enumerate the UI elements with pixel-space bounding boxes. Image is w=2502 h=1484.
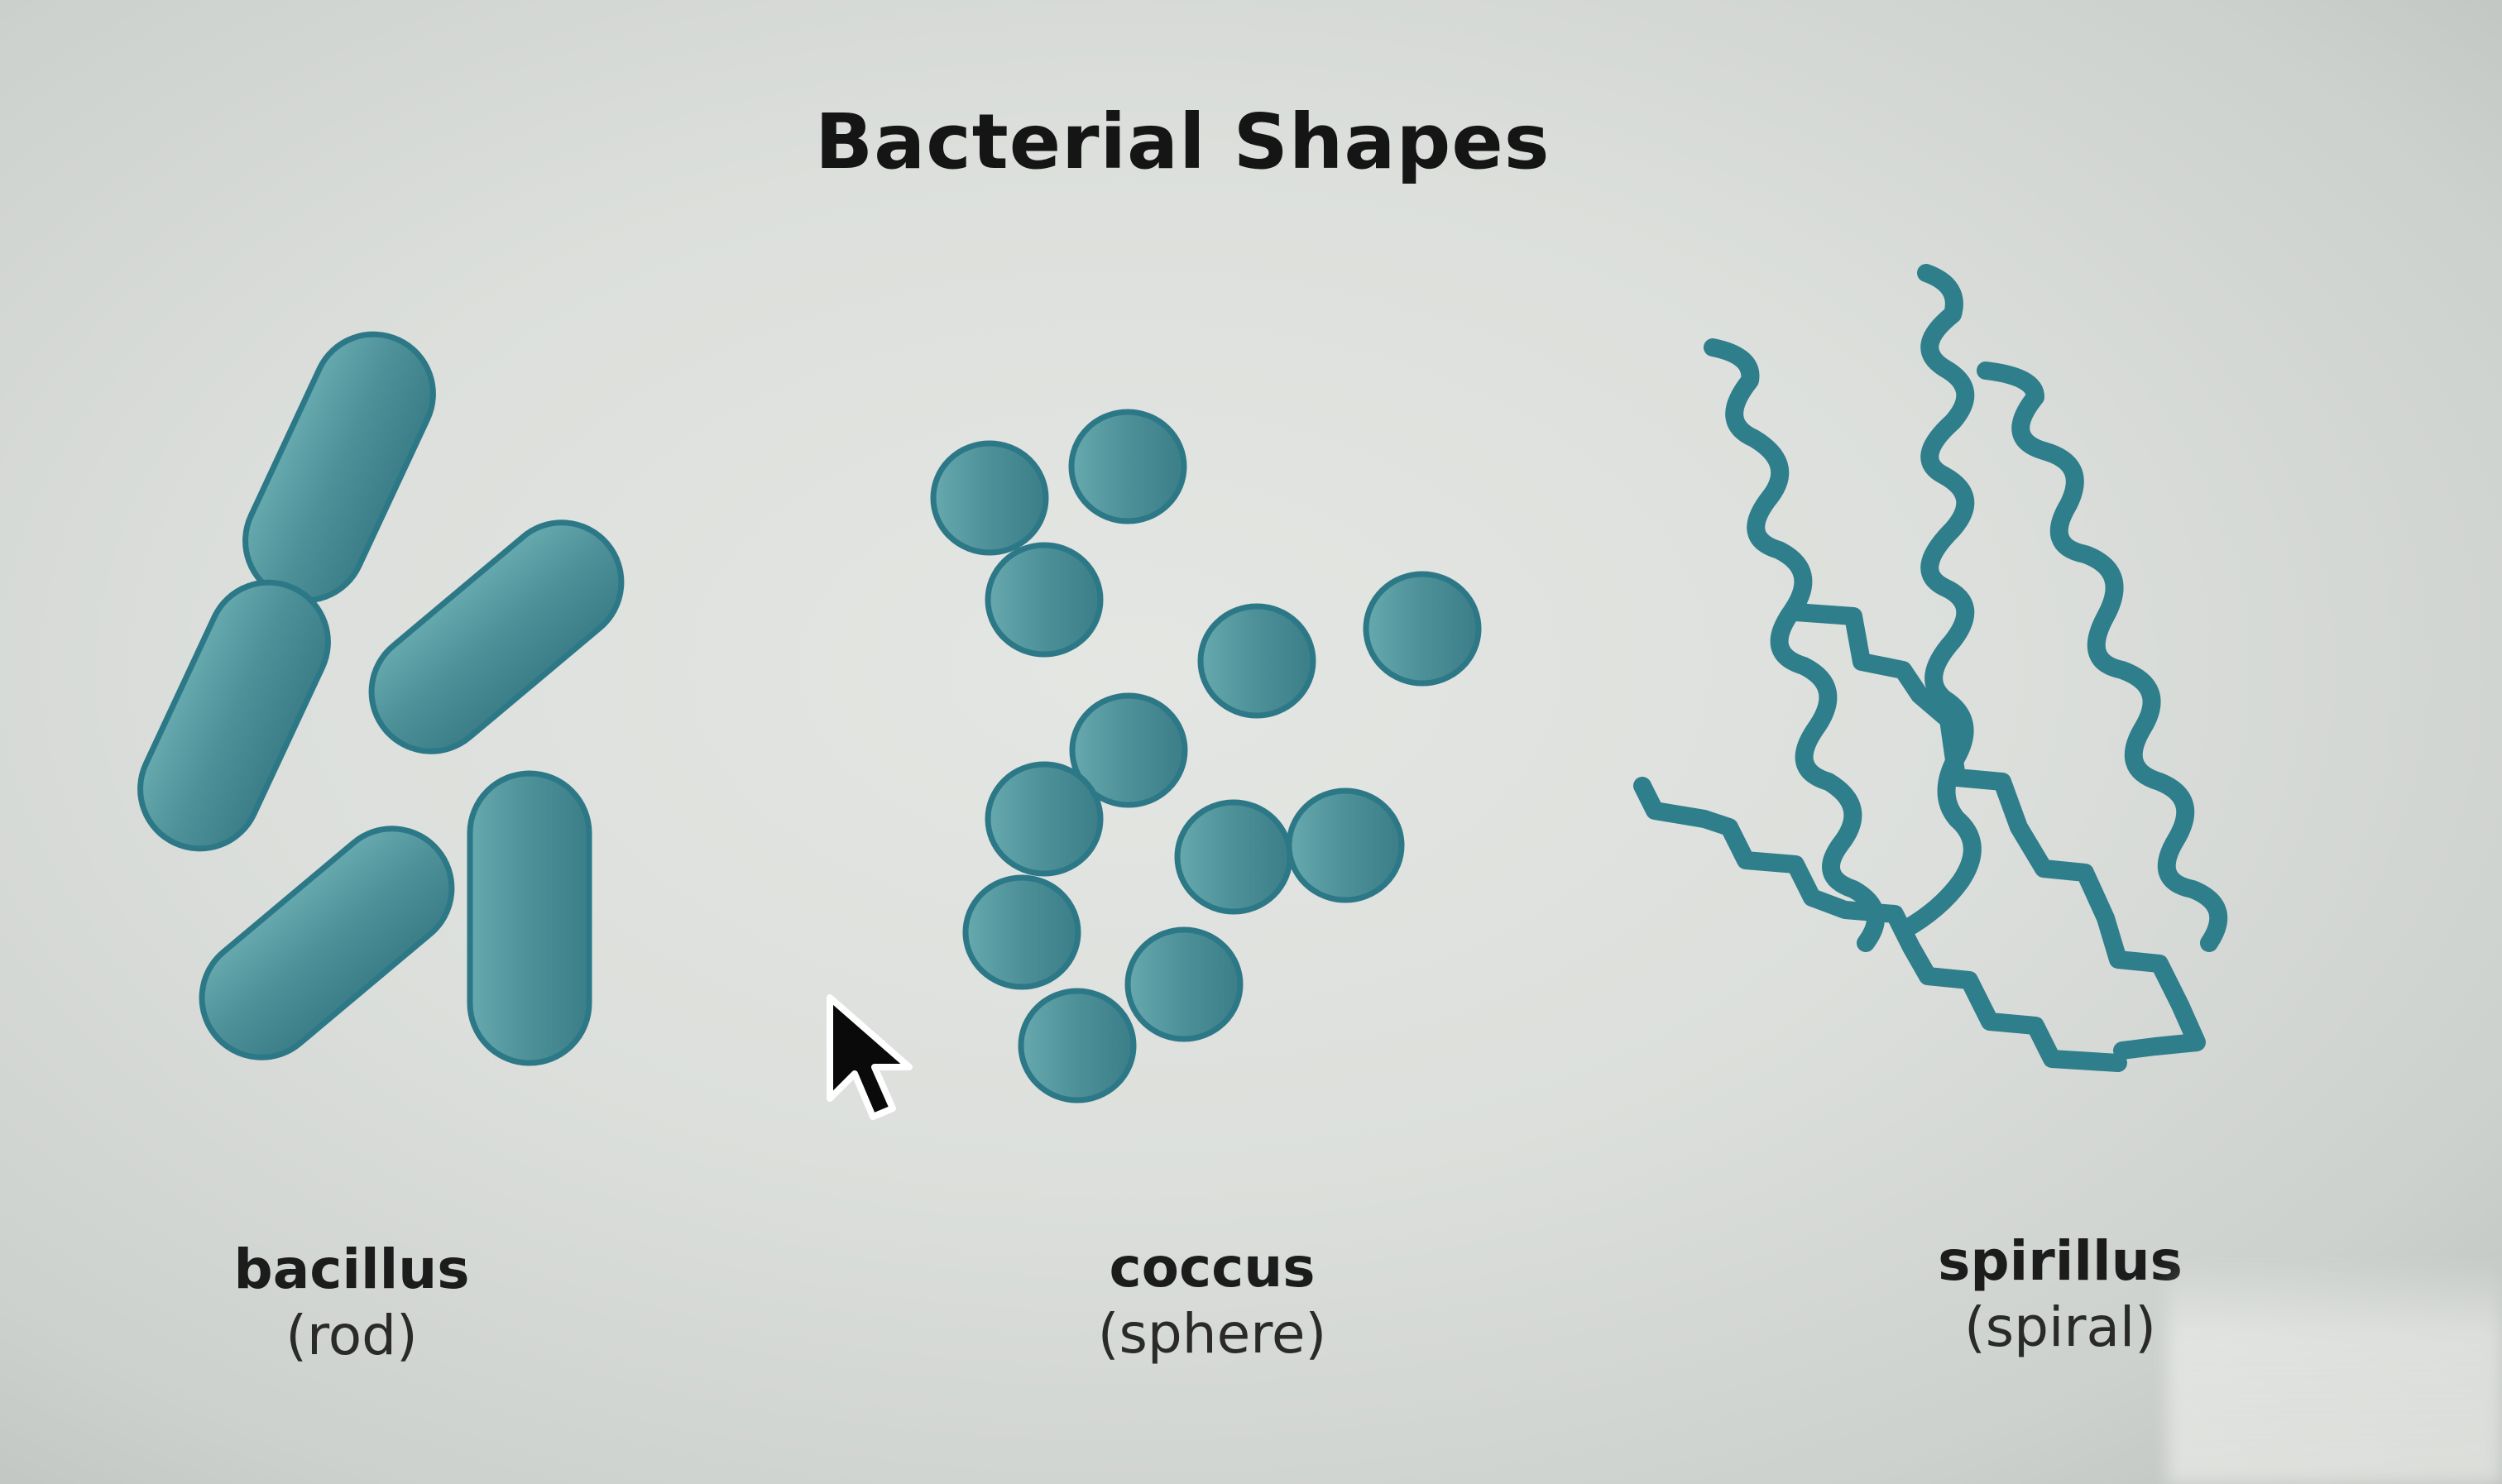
label-bacillus: bacillus (rod) [215,1237,488,1369]
arrow-pointer-icon [827,994,913,1120]
shape-description: (rod) [285,1304,418,1367]
shape-name: spirillus [1938,1229,2183,1293]
label-spirillus: spirillus (spiral) [1920,1228,2201,1361]
screen-glare [2168,1257,2502,1484]
sphere-bacteria-icon [930,409,1482,1103]
shape-name: bacillus [233,1237,470,1301]
shape-description: (spiral) [1963,1295,2157,1359]
label-coccus: coccus (sphere) [1059,1235,1365,1367]
shape-description: (sphere) [1097,1302,1327,1366]
diagram-title: Bacterial Shapes [815,98,1551,186]
rod-bacteria-icon [137,331,625,1066]
shape-name: coccus [1109,1236,1316,1300]
spiral-bacteria-icon [1633,264,2228,1072]
